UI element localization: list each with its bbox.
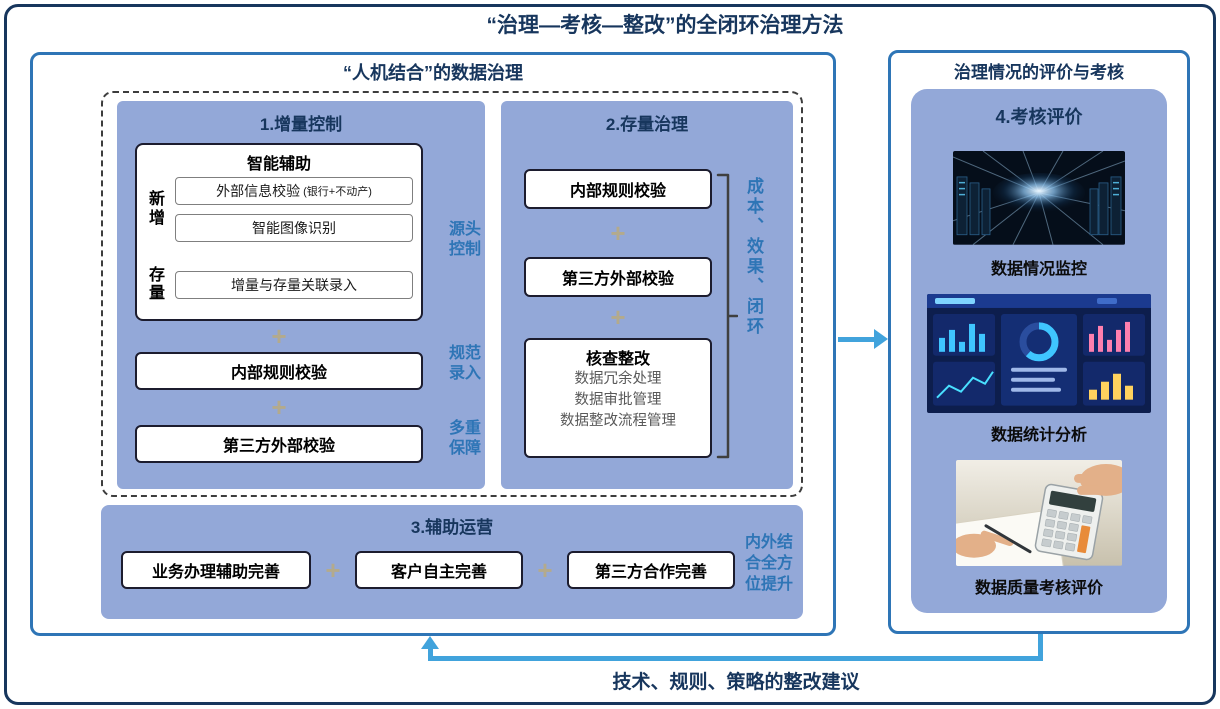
check-rectify-box: 核查整改 数据冗余处理 数据审批管理 数据整改流程管理 <box>524 338 712 458</box>
flow-arrow-right-head <box>874 329 888 349</box>
plus-connector: + <box>325 554 341 585</box>
aux-row: 业务办理辅助完善 + 客户自主完善 + 第三方合作完善 <box>121 551 735 589</box>
aux-title: 3.辅助运营 <box>410 518 494 537</box>
check-rectify-title: 核查整改 <box>585 351 650 368</box>
governance-dashed-group: 1.增量控制 智能辅助 新增 外部信息校验 (银行+不动产) 智能图像识别 存量 <box>101 91 803 497</box>
left-panel: “人机结合”的数据治理 1.增量控制 智能辅助 新增 外部信息校验 (银行+不动… <box>30 52 836 636</box>
stock-title: 2.存量治理 <box>605 115 689 134</box>
external-check-text: 外部信息校验 <box>216 183 301 199</box>
feedback-arrow-segment <box>428 656 1043 661</box>
assessment-box: 4.考核评价 <box>911 89 1167 613</box>
stock-thirdparty-box: 第三方外部校验 <box>524 257 712 297</box>
source-control-label: 源头控制 <box>448 221 481 258</box>
left-panel-title: “人机结合”的数据治理 <box>343 63 523 83</box>
business-assist-box: 业务办理辅助完善 <box>121 551 311 589</box>
incremental-control-section: 1.增量控制 智能辅助 新增 外部信息校验 (银行+不动产) 智能图像识别 存量 <box>117 101 485 489</box>
thirdparty-coop-box: 第三方合作完善 <box>567 551 735 589</box>
assessment-title: 4.考核评价 <box>995 107 1083 127</box>
multi-safeguard-label: 多重保障 <box>448 420 481 457</box>
linked-entry-text: 增量与存量关联录入 <box>231 277 357 294</box>
plus-connector: + <box>610 218 626 248</box>
smart-assist-box: 智能辅助 新增 外部信息校验 (银行+不动产) 智能图像识别 存量 增量与存量关… <box>135 143 423 321</box>
customer-self-box: 客户自主完善 <box>355 551 523 589</box>
stock-internal-rule-box: 内部规则校验 <box>524 169 712 209</box>
flow-arrow-right <box>838 337 876 342</box>
brace-bracket <box>716 173 738 459</box>
standard-entry-label: 规范录入 <box>448 345 481 382</box>
check-item: 数据冗余处理 <box>574 371 662 387</box>
check-item: 数据审批管理 <box>574 392 662 409</box>
stock-label: 存量 <box>148 267 165 303</box>
plus-connector: + <box>271 321 287 351</box>
datacenter-image <box>953 151 1125 245</box>
calculator-image <box>956 460 1122 566</box>
feedback-arrow-segment <box>1038 634 1043 660</box>
internal-rule-check-box: 内部规则校验 <box>135 352 423 390</box>
page-title: “治理—考核—整改”的全闭环治理方法 <box>486 14 844 37</box>
inside-outside-label: 内外结合全方位提升 <box>744 534 793 593</box>
image-recognition-text: 智能图像识别 <box>252 220 336 236</box>
plus-connector: + <box>537 554 553 585</box>
plus-connector: + <box>271 392 287 422</box>
monitoring-caption: 数据情况监控 <box>990 260 1087 278</box>
incremental-title: 1.增量控制 <box>259 115 343 134</box>
aux-operations-section: 3.辅助运营 业务办理辅助完善 + 客户自主完善 + 第三方合作完善 内外结合全… <box>101 505 803 619</box>
check-item: 数据整改流程管理 <box>560 413 676 430</box>
linked-entry-box: 增量与存量关联录入 <box>175 271 413 300</box>
quality-assess-caption: 数据质量考核评价 <box>974 580 1103 597</box>
plus-connector: + <box>610 302 626 332</box>
new-label: 新增 <box>148 191 165 227</box>
thirdparty-check-box: 第三方外部校验 <box>135 425 423 463</box>
dashboard-image <box>927 293 1151 414</box>
right-panel-title: 治理情况的评价与考核 <box>954 63 1124 82</box>
statistics-caption: 数据统计分析 <box>990 427 1087 445</box>
external-check-note: (银行+不动产) <box>303 186 372 198</box>
feedback-arrow-segment <box>428 648 433 658</box>
image-recognition-box: 智能图像识别 <box>175 214 413 242</box>
cost-effect-loop-label: 成本、效果、闭环 <box>744 177 763 337</box>
right-panel: 治理情况的评价与考核 4.考核评价 <box>888 50 1190 634</box>
smart-assist-grid: 新增 外部信息校验 (银行+不动产) 智能图像识别 存量 增量与存量关联录入 <box>145 177 413 304</box>
feedback-label: 技术、规则、策略的整改建议 <box>612 672 860 693</box>
feedback-arrow-head <box>421 636 439 649</box>
stock-governance-section: 2.存量治理 内部规则校验 + 第三方外部校验 + 核查整改 数据冗余处理 数据… <box>501 101 793 489</box>
smart-assist-title: 智能辅助 <box>246 156 311 173</box>
external-check-box: 外部信息校验 (银行+不动产) <box>175 177 413 205</box>
